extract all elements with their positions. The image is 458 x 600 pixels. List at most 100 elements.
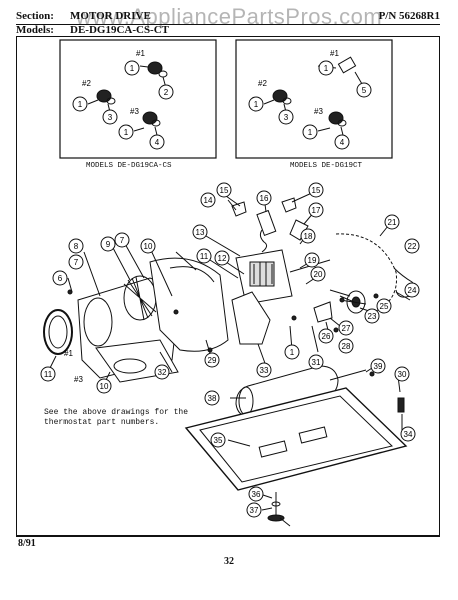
inset-left-marker-1: #1 bbox=[136, 49, 145, 58]
inset-right-marker-3: #3 bbox=[314, 107, 323, 116]
callout-number-23: 23 bbox=[368, 312, 377, 321]
inset-left-callout: 1 bbox=[130, 64, 135, 73]
inset-left-thermostats bbox=[87, 61, 168, 136]
callout-bubble bbox=[204, 390, 220, 406]
inset-right-callout: 5 bbox=[362, 86, 367, 95]
callout-bubble bbox=[400, 426, 416, 442]
callout-bubble bbox=[216, 182, 232, 198]
models-value: DE-DG19CA-CS-CT bbox=[70, 24, 169, 36]
callout-bubble bbox=[376, 298, 392, 314]
callout-number-1: 1 bbox=[290, 348, 295, 357]
inset-right-callout: 1 bbox=[254, 100, 259, 109]
inset-left-marker-2: #2 bbox=[82, 79, 91, 88]
callout-number-16: 16 bbox=[260, 194, 269, 203]
inset-right-box bbox=[235, 39, 393, 159]
callout-bubble bbox=[200, 192, 216, 208]
callout-number-30: 30 bbox=[398, 370, 407, 379]
callout-number-14: 14 bbox=[204, 196, 213, 205]
main-assembly bbox=[43, 191, 416, 527]
header-models-row: Models: DE-DG19CA-CS-CT bbox=[16, 24, 440, 38]
inset-left-box bbox=[59, 39, 217, 159]
callout-bubble bbox=[284, 344, 300, 360]
inset-right-thermostats bbox=[263, 56, 363, 136]
main-marker-1: #1 bbox=[64, 349, 73, 358]
callout-number-7: 7 bbox=[120, 236, 125, 245]
callout-bubble bbox=[52, 270, 68, 286]
callout-bubble bbox=[256, 190, 272, 206]
callout-bubble bbox=[308, 354, 324, 370]
thermostat-note: See the above drawings for the thermosta… bbox=[44, 408, 189, 427]
callout-bubble bbox=[308, 182, 324, 198]
callout-number-6: 6 bbox=[58, 274, 63, 283]
callout-bubble bbox=[204, 352, 220, 368]
inset-right-callout: 3 bbox=[284, 113, 289, 122]
inset-right-callout: 1 bbox=[324, 64, 329, 73]
callout-bubble bbox=[364, 308, 380, 324]
inset-left-callout: 2 bbox=[164, 88, 169, 97]
callout-bubble bbox=[246, 502, 262, 518]
callout-number-25: 25 bbox=[380, 302, 389, 311]
callout-number-12: 12 bbox=[218, 254, 227, 263]
callout-number-36: 36 bbox=[252, 490, 261, 499]
callout-number-29: 29 bbox=[208, 356, 217, 365]
callout-bubble bbox=[404, 282, 420, 298]
inset-right-callout: 4 bbox=[340, 138, 345, 147]
inset-left-marker-3: #3 bbox=[130, 107, 139, 116]
section-value: MOTOR DRIVE bbox=[70, 10, 151, 22]
footer-date: 8/91 bbox=[18, 538, 36, 549]
callout-bubble bbox=[300, 228, 316, 244]
callout-bubble bbox=[304, 252, 320, 268]
callout-bubble bbox=[256, 362, 272, 378]
callout-number-38: 38 bbox=[208, 394, 217, 403]
inset-left-callout: 3 bbox=[108, 113, 113, 122]
callout-number-13: 13 bbox=[196, 228, 205, 237]
callout-number-15: 15 bbox=[220, 186, 229, 195]
inset-left-callout: 4 bbox=[155, 138, 160, 147]
inset-left-caption: MODELS DE-DG19CA-CS bbox=[86, 162, 172, 170]
diagram-frame bbox=[16, 36, 440, 536]
callout-number-18: 18 bbox=[304, 232, 313, 241]
callout-number-27: 27 bbox=[342, 324, 351, 333]
callout-bubble bbox=[338, 338, 354, 354]
callout-number-39: 39 bbox=[374, 362, 383, 371]
callout-number-10: 10 bbox=[144, 242, 153, 251]
callout-number-33: 33 bbox=[260, 366, 269, 375]
callout-bubble bbox=[192, 224, 208, 240]
section-label: Section: bbox=[16, 10, 54, 22]
callout-bubble bbox=[96, 378, 112, 394]
callout-bubble bbox=[114, 232, 130, 248]
callout-number-20: 20 bbox=[314, 270, 323, 279]
callout-number-21: 21 bbox=[388, 218, 397, 227]
callout-number-26: 26 bbox=[322, 332, 331, 341]
callout-bubble bbox=[310, 266, 326, 282]
callout-number-11: 11 bbox=[44, 370, 53, 379]
callout-bubble bbox=[154, 364, 170, 380]
callout-bubble bbox=[100, 236, 116, 252]
callout-number-22: 22 bbox=[408, 242, 417, 251]
callout-number-15: 15 bbox=[312, 186, 321, 195]
callout-bubble bbox=[384, 214, 400, 230]
callout-number-37: 37 bbox=[250, 506, 259, 515]
callout-bubble bbox=[68, 254, 84, 270]
callout-bubble bbox=[140, 238, 156, 254]
inset-right-caption: MODELS DE-DG19CT bbox=[290, 162, 363, 170]
inset-right-marker-2: #2 bbox=[258, 79, 267, 88]
callout-number-34: 34 bbox=[404, 430, 413, 439]
callout-bubble bbox=[214, 250, 230, 266]
page-number: 32 bbox=[224, 556, 234, 567]
callout-bubble bbox=[196, 248, 212, 264]
callout-number-24: 24 bbox=[408, 286, 417, 295]
callout-bubble bbox=[318, 328, 334, 344]
callout-number-35: 35 bbox=[214, 436, 223, 445]
callout-bubble bbox=[248, 486, 264, 502]
callout-number-28: 28 bbox=[342, 342, 351, 351]
callout-number-7: 7 bbox=[74, 258, 79, 267]
inset-right-callouts: #1 1 5 #2 1 3 #3 1 4 bbox=[248, 49, 372, 150]
main-marker-3: #3 bbox=[74, 375, 83, 384]
header-divider bbox=[16, 24, 440, 25]
callout-bubble bbox=[394, 366, 410, 382]
footer-divider bbox=[16, 536, 440, 537]
models-label: Models: bbox=[16, 24, 54, 36]
